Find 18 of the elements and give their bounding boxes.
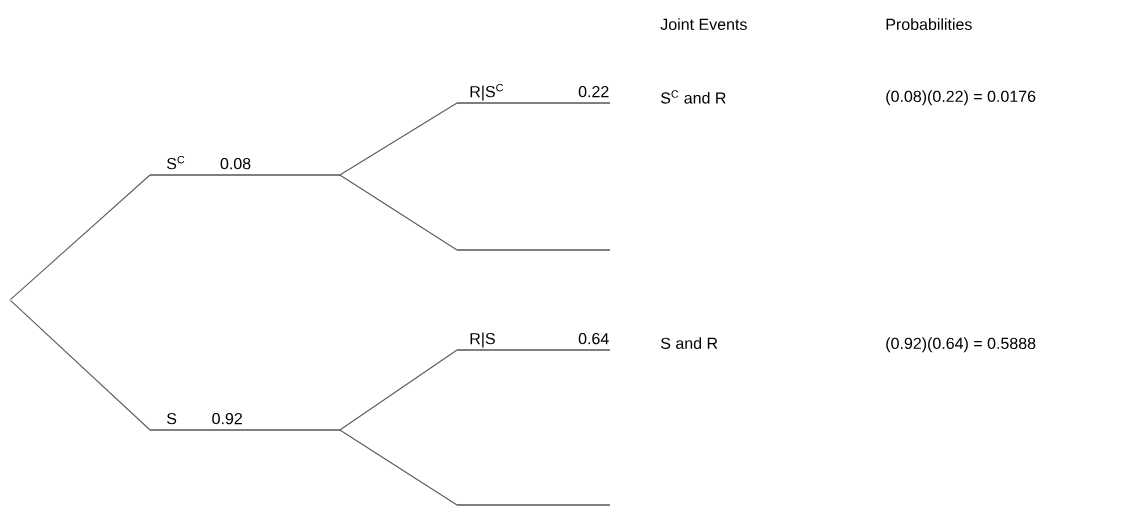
branch-line: S$^{C}$ 0.08 xyxy=(149,155,341,176)
branch-edge xyxy=(339,102,458,176)
branch-edge xyxy=(10,300,151,431)
table-text: S and R xyxy=(661,337,718,349)
branch-line: R|S 0.64 xyxy=(456,332,611,351)
branch-line: R|S$^{C}$ 0.22 xyxy=(456,83,611,104)
branch-line: S 0.92 xyxy=(149,412,341,431)
branch-edge xyxy=(339,349,458,431)
table-text: (0.92)(0.64) = 0.5888 xyxy=(886,337,1036,353)
branch-edge xyxy=(10,174,151,300)
table-text: (0.08)(0.22) = 0.0176 xyxy=(886,90,1036,106)
branch-edge xyxy=(339,174,458,251)
table-text: S$^{C}$ and R xyxy=(661,90,726,104)
column-heading: Probabilities xyxy=(886,18,972,30)
column-heading: Joint Events xyxy=(660,18,747,30)
branch-edge xyxy=(339,429,458,506)
branch-line xyxy=(456,504,611,506)
branch-line xyxy=(456,249,611,251)
